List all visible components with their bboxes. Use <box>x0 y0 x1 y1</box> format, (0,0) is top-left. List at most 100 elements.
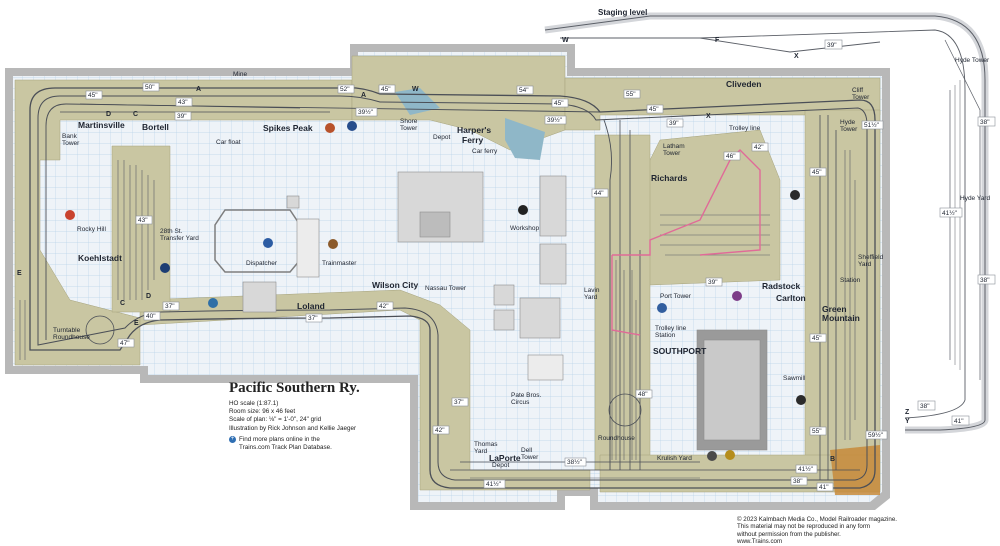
label-station: Station <box>840 277 861 284</box>
staging-title: Staging level <box>598 8 647 17</box>
grade-marker: 45" <box>812 335 822 342</box>
town-martinsville: Martinsville <box>78 120 125 130</box>
grade-marker: 45" <box>381 86 391 93</box>
label-sheffield-yard-1: Sheffield <box>858 254 884 261</box>
grade-marker: 39½" <box>547 116 563 124</box>
copyright-notice: © 2023 Kalmbach Media Co., Model Railroa… <box>737 516 987 546</box>
label-lavin-yard-2: Yard <box>584 294 598 301</box>
town-radstock: Radstock <box>762 281 801 291</box>
label-circus-2: Circus <box>511 399 530 406</box>
grade-marker: 41½" <box>486 480 502 488</box>
letter-w: W <box>412 86 419 93</box>
label-rocky-hill: Rocky Hill <box>77 226 106 233</box>
letter-x: X <box>706 113 711 120</box>
grade-marker: 45" <box>88 92 98 99</box>
label-turntable-2: Roundhouse <box>53 334 90 341</box>
label-roundhouse: Roundhouse <box>598 435 635 442</box>
town-green-mountain-line1: Green <box>822 304 847 314</box>
label-hyde-tower-2: Tower <box>840 126 858 133</box>
label-dell-tower-1: Dell <box>521 447 533 454</box>
grade-marker: 45" <box>649 106 659 113</box>
town-koehlstadt: Koehlstadt <box>78 253 122 263</box>
yard-tracks <box>19 150 856 479</box>
copyright-line1: © 2023 Kalmbach Media Co., Model Railroa… <box>737 516 898 523</box>
copyright-line2: This material may not be reproduced in a… <box>737 523 871 531</box>
grade-marker: 47" <box>120 340 130 347</box>
label-trainmaster: Trainmaster <box>322 260 357 267</box>
label-trolley-line: Trolley line <box>729 125 761 132</box>
staging-letter-x: X <box>794 53 799 60</box>
grade-marker: 37" <box>308 315 318 322</box>
people-figures <box>65 121 806 461</box>
more-plans-line1: Find more plans online in the <box>239 435 320 443</box>
grade-marker: 42" <box>754 144 764 151</box>
label-shore-tower-1: Shore <box>400 118 418 125</box>
town-harpers-ferry-line2: Ferry <box>462 135 484 145</box>
staging-hyde-yard-label: Hyde Yard <box>960 195 990 202</box>
layout-title: Pacific Southern Ry. <box>229 380 360 396</box>
letter-d: D <box>106 111 111 118</box>
grade-marker: 39½" <box>358 108 374 116</box>
plan-legend: Pacific Southern Ry. HO scale (1:87.1) R… <box>229 380 399 452</box>
label-shore-tower-2: Tower <box>400 125 418 132</box>
grade-marker: 50" <box>145 84 155 91</box>
label-thomas-yard-1: Thomas <box>474 441 498 448</box>
letter-a: A <box>361 92 366 99</box>
feature-labels: Mine Bank Tower Shore Tower Depot Car fe… <box>53 71 884 469</box>
label-hyde-tower-1: Hyde <box>840 119 856 126</box>
turntable-roundhouse <box>85 315 115 345</box>
label-cliff-tower-2: Tower <box>852 94 870 101</box>
staging-letter-z: Z <box>905 409 910 416</box>
copyright-line3: without permission from the publisher. <box>737 530 841 538</box>
grade-marker: 45" <box>812 169 822 176</box>
label-nassau-tower: Nassau Tower <box>425 285 467 292</box>
label-dispatcher: Dispatcher <box>246 260 278 267</box>
copyright-line4: www.Trains.com <box>737 538 783 546</box>
staging-letter-f: F <box>715 37 720 44</box>
label-dell-tower-2: Tower <box>521 454 539 461</box>
trolley-line <box>611 149 761 336</box>
grade-marker: 37" <box>454 399 464 406</box>
spec-plan-scale: Scale of plan: ⅛" = 1'-0", 24" grid <box>229 416 322 424</box>
grade-marker: 43" <box>138 217 148 224</box>
town-loland: Loland <box>297 301 325 311</box>
grade-marker: 39" <box>708 279 718 286</box>
staging-grade: 38" <box>920 403 930 410</box>
label-transfer-yard-1: 28th St. <box>160 228 183 235</box>
grade-marker: 42" <box>379 303 389 310</box>
label-trolley-station-1: Trolley line <box>655 325 687 332</box>
label-sheffield-yard-2: Yard <box>858 261 872 268</box>
grade-marker: 43" <box>178 99 188 106</box>
letter-c: C <box>120 300 125 307</box>
town-carlton: Carlton <box>776 293 806 303</box>
label-trolley-station-2: Station <box>655 332 676 339</box>
more-plans-link[interactable]: + Find more plans online in the Trains.c… <box>229 435 399 452</box>
staging-grade: 38" <box>980 277 990 284</box>
letter-e: E <box>134 320 139 327</box>
grade-marker: 42" <box>435 427 445 434</box>
grade-marker: 38" <box>793 478 803 485</box>
label-workshop: Workshop <box>510 225 540 232</box>
more-plans-line2: Trains.com Track Plan Database. <box>239 444 332 452</box>
label-latham-tower-2: Tower <box>663 150 681 157</box>
staging-level <box>544 12 989 434</box>
elevation-markers: 45" 50" 43" 39" 52" 45" 39½" 54" 39½" 55… <box>85 82 888 492</box>
grade-marker: 39" <box>177 113 187 120</box>
town-green-mountain-line2: Mountain <box>822 313 860 323</box>
grade-marker: 39" <box>669 120 679 127</box>
connection-letters: D C A A W X E D C E B <box>17 86 835 463</box>
grade-marker: 41" <box>819 484 829 491</box>
letter-a: A <box>196 86 201 93</box>
spec-illustration: Illustration by Rick Johnson and Kellie … <box>229 424 357 432</box>
grade-marker: 55" <box>626 91 636 98</box>
town-harpers-ferry-line1: Harper's <box>457 125 491 135</box>
label-krulish-yard: Krulish Yard <box>657 455 692 462</box>
plus-circle-icon: + <box>229 435 236 443</box>
town-spikes-peak: Spikes Peak <box>263 123 313 133</box>
letter-c: C <box>133 111 138 118</box>
town-labels: Martinsville Bortell Spikes Peak Harper'… <box>78 79 860 463</box>
label-bank-tower-1: Bank <box>62 133 78 140</box>
label-bank-tower-2: Tower <box>62 140 80 147</box>
label-turntable-1: Turntable <box>53 327 81 334</box>
